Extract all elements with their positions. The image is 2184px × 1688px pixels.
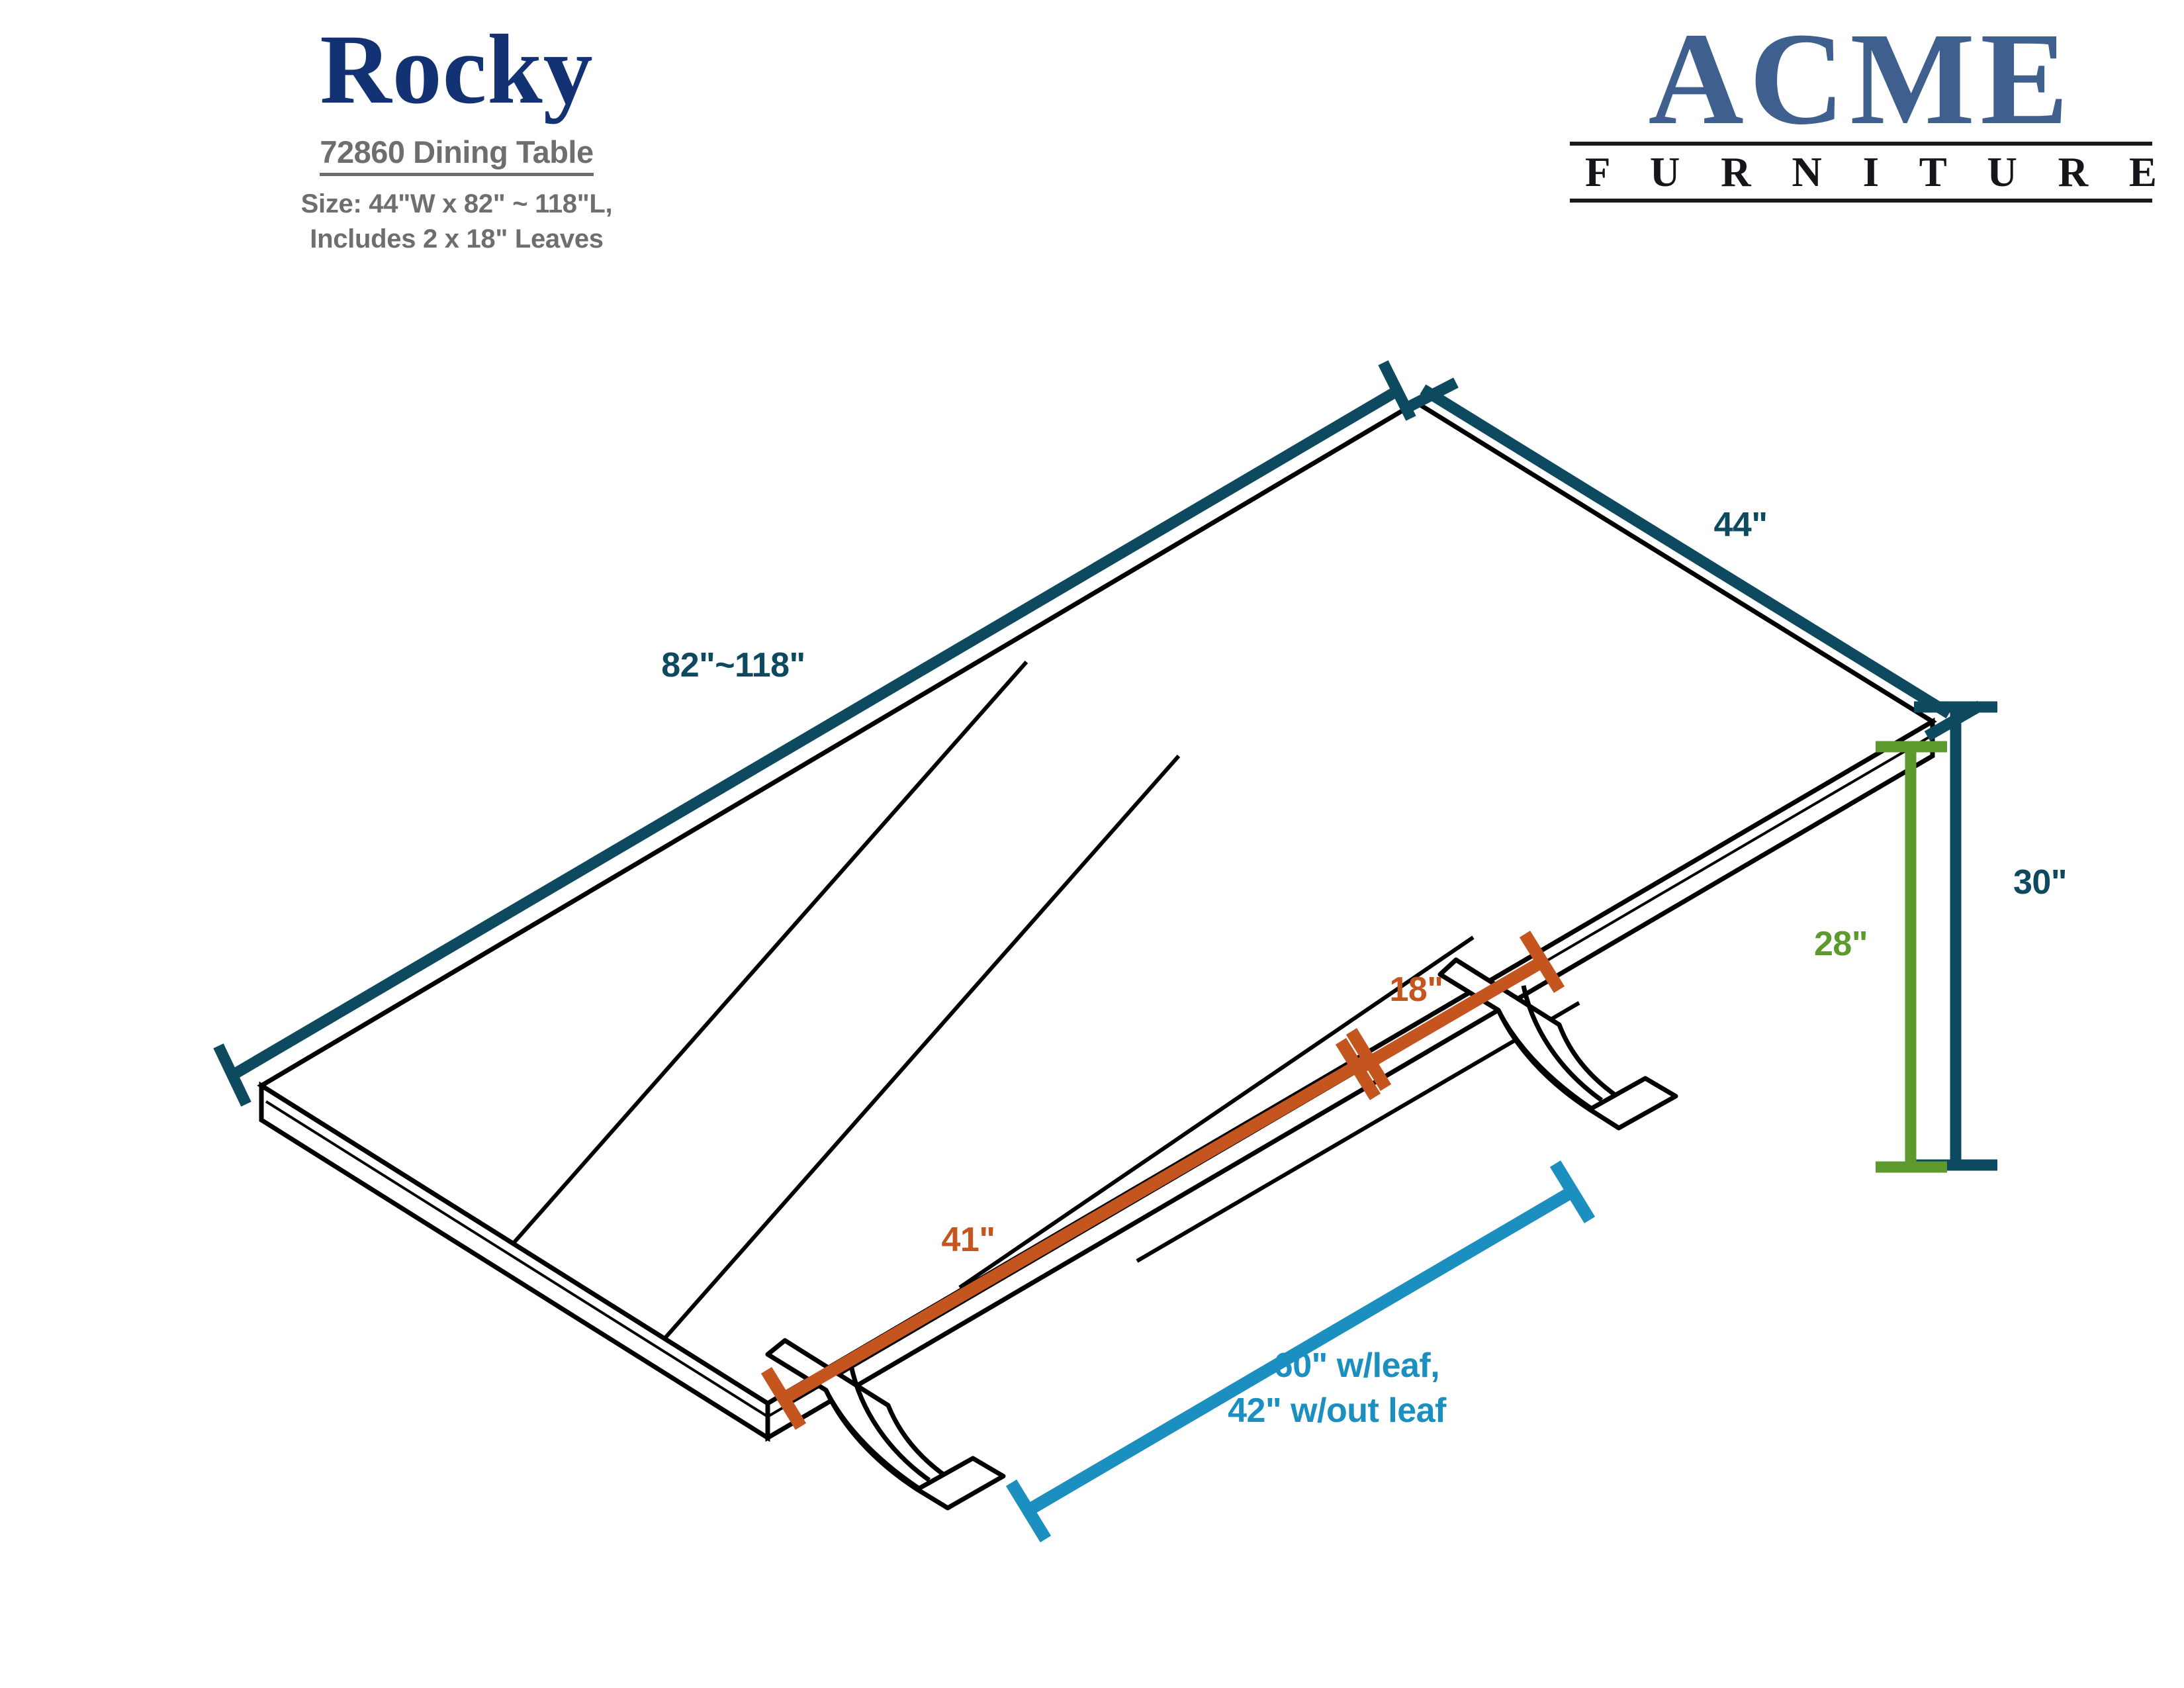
dimension-leaf-width-line [1355,956,1545,1075]
product-size-line-1: Size: 44"W x 82" ~ 118"L, [300,189,613,218]
dimension-length-cap-start [213,1043,251,1107]
table-top [257,399,1937,1442]
dimension-height-apron-label: 28" [1814,925,1868,963]
product-model-label: 72860 Dining Table [320,134,594,176]
brand-name-acme: ACME [1648,6,2074,152]
dimension-width-cap-start [1399,377,1459,416]
trestle-leg-left-rib-a [823,1389,928,1495]
trestle-leg-right-foot [1587,1076,1678,1131]
dimension-leg-to-leg-label-1: 60" w/leaf, [1274,1346,1439,1385]
trestle-leg-left-rib-b [848,1365,931,1482]
product-size-block: Size: 44"W x 82" ~ 118"L, Includes 2 x 1… [218,187,695,257]
leaf-seam-1 [510,661,1028,1246]
table-top-edge-right [765,717,1935,1442]
dimension-length-label: 82"~118" [661,646,805,684]
page-title: Rocky [320,15,594,124]
brand-rule-top [1570,142,2152,146]
leaf-seam-4 [1136,1001,1580,1263]
trestle-leg-left-foot [915,1456,1006,1511]
brand-logo: ACME F U R N I T U R E [1570,6,2172,203]
dimension-leaf-width [1335,930,1565,1101]
trestle-leg-right-rib-a [1496,1009,1600,1115]
dimension-length-line [228,385,1401,1081]
product-title-block: Rocky 72860 Dining Table Size: 44"W x 82… [218,20,695,257]
dimension-leg-to-leg-label-2: 42" w/out leaf [1228,1391,1447,1430]
dimension-height-apron [1876,741,1947,1173]
dimension-leg-to-leg [1005,1160,1596,1542]
dimension-width-line [1420,384,1952,719]
dimension-leaf-width-cap-end [1519,930,1565,994]
brand-category-furniture: F U R N I T U R E [1585,149,2172,195]
brand-rule-bottom [1570,199,2152,203]
dimension-width-label: 44" [1714,506,1768,544]
dimension-height-total [1914,701,1997,1171]
dimension-leg-to-leg-line [1024,1186,1576,1517]
dimension-leg-to-leg-cap-end [1549,1160,1596,1223]
dimension-leg-to-leg-cap-start [1005,1479,1052,1542]
leaf-seam-2 [664,755,1181,1338]
leaf-seam-3 [958,935,1475,1289]
dimension-leg-span-line [782,1053,1372,1404]
dimension-leg-span-cap-start [760,1367,807,1430]
dimension-leg-span-label: 41" [942,1221,995,1259]
dimension-height-total-label: 30" [2013,863,2067,902]
dimension-leaf-width-label: 18" [1390,970,1443,1009]
trestle-leg-right [1437,957,1678,1131]
product-size-line-2: Includes 2 x 18" Leaves [310,224,604,254]
trestle-leg-right-rib-b [1521,985,1604,1102]
leaf-seams [510,661,1580,1338]
dimension-leaf-width-cap-start [1335,1037,1381,1101]
